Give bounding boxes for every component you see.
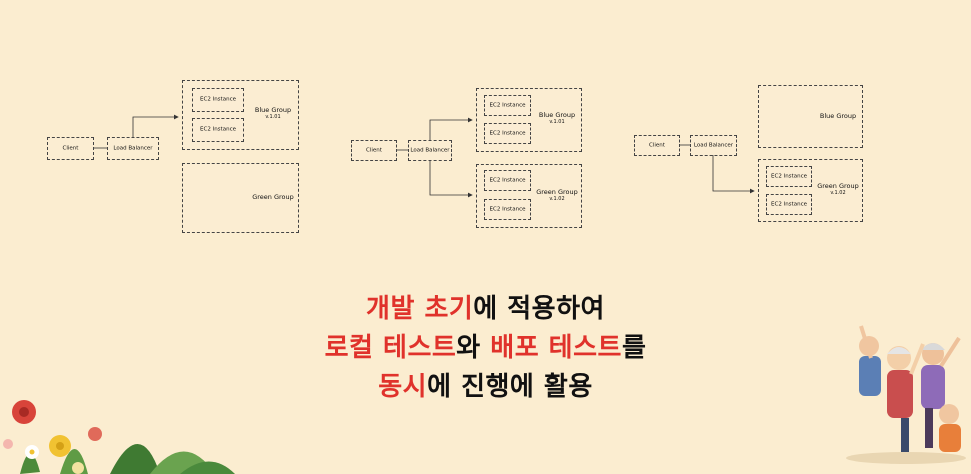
- group-version: v.1.01: [265, 114, 281, 121]
- load-balancer-box-1: Load Balancer: [107, 137, 159, 160]
- group-name: Blue Group: [538, 111, 576, 119]
- client-label: Client: [62, 144, 79, 151]
- ec2-instance-box-1a: EC2 Instance: [192, 88, 244, 112]
- group-version: v.1.02: [549, 196, 565, 203]
- client-box-2: Client: [351, 140, 397, 161]
- ec2-instance-label: EC2 Instance: [200, 96, 236, 103]
- ec2-instance-label: EC2 Instance: [489, 129, 526, 136]
- client-box-3: Client: [634, 135, 680, 156]
- green-group-label-2: Green Group v.1.02: [533, 188, 581, 202]
- caption-highlight: 개발 초기: [366, 294, 474, 324]
- group-name: Blue Group: [254, 106, 292, 114]
- people-illustration: [846, 325, 966, 464]
- blue-group-label-1: Blue Group v.1.01: [248, 106, 298, 120]
- caption-line-1: 개발 초기에 적용하여: [0, 288, 971, 325]
- blue-group-box-3: [758, 85, 863, 148]
- group-name: Green Group: [536, 188, 578, 196]
- green-group-box-3: [758, 159, 863, 222]
- caption-text: 에 적용하여: [473, 294, 605, 324]
- group-name: Green Group: [817, 182, 859, 190]
- load-balancer-box-2: Load Balancer: [408, 140, 452, 161]
- load-balancer-label: Load Balancer: [693, 141, 734, 148]
- client-label: Client: [649, 141, 665, 148]
- caption-text: 에 진행에 활용: [427, 372, 593, 402]
- green-group-label-1: Green Group: [248, 193, 298, 201]
- caption-text: 와: [456, 333, 491, 363]
- ec2-instance-box-1b: EC2 Instance: [192, 118, 244, 142]
- ec2-instance-box-3a: EC2 Instance: [766, 166, 812, 187]
- load-balancer-label: Load Balancer: [410, 146, 450, 153]
- ec2-instance-box-2d: EC2 Instance: [484, 199, 531, 220]
- caption-highlight: 로컬 테스트: [324, 333, 457, 363]
- client-label: Client: [366, 146, 382, 153]
- ec2-instance-label: EC2 Instance: [771, 172, 807, 179]
- caption-line-3: 동시에 진행에 활용: [0, 366, 971, 403]
- ec2-instance-box-2a: EC2 Instance: [484, 95, 531, 116]
- blue-group-label-3: Blue Group: [815, 112, 861, 120]
- ec2-instance-box-3b: EC2 Instance: [766, 194, 812, 215]
- ec2-instance-label: EC2 Instance: [771, 200, 807, 207]
- group-name: Green Group: [252, 193, 294, 201]
- blue-group-box-2: [476, 88, 582, 152]
- green-group-box-1: [182, 163, 299, 233]
- blue-group-label-2: Blue Group v.1.01: [533, 111, 581, 125]
- flower-illustration: [3, 400, 235, 474]
- load-balancer-box-3: Load Balancer: [690, 135, 737, 156]
- ec2-instance-label: EC2 Instance: [489, 176, 526, 183]
- ec2-instance-label: EC2 Instance: [489, 101, 526, 108]
- green-group-label-3: Green Group v.1.02: [815, 182, 861, 196]
- ec2-instance-box-2c: EC2 Instance: [484, 170, 531, 191]
- caption-line-2: 로컬 테스트와 배포 테스트를: [0, 327, 971, 364]
- lb-to-green-arrow-2: [429, 160, 473, 198]
- lb-to-blue-arrow-1: [132, 114, 179, 137]
- caption-highlight: 배포 테스트: [490, 333, 622, 363]
- caption-highlight: 동시: [378, 372, 428, 402]
- lb-to-blue-arrow-2: [429, 117, 473, 140]
- ec2-instance-box-2b: EC2 Instance: [484, 123, 531, 144]
- caption-text: 를: [621, 333, 647, 363]
- ec2-instance-label: EC2 Instance: [489, 205, 526, 212]
- load-balancer-label: Load Balancer: [113, 144, 153, 151]
- ec2-instance-label: EC2 Instance: [200, 126, 236, 133]
- client-box-1: Client: [47, 137, 94, 160]
- green-group-box-2: [476, 164, 582, 228]
- blue-group-box-1: [182, 80, 299, 150]
- group-name: Blue Group: [819, 112, 857, 120]
- lb-to-green-arrow-3: [712, 155, 755, 194]
- group-version: v.1.01: [549, 119, 565, 126]
- group-version: v.1.02: [830, 190, 846, 197]
